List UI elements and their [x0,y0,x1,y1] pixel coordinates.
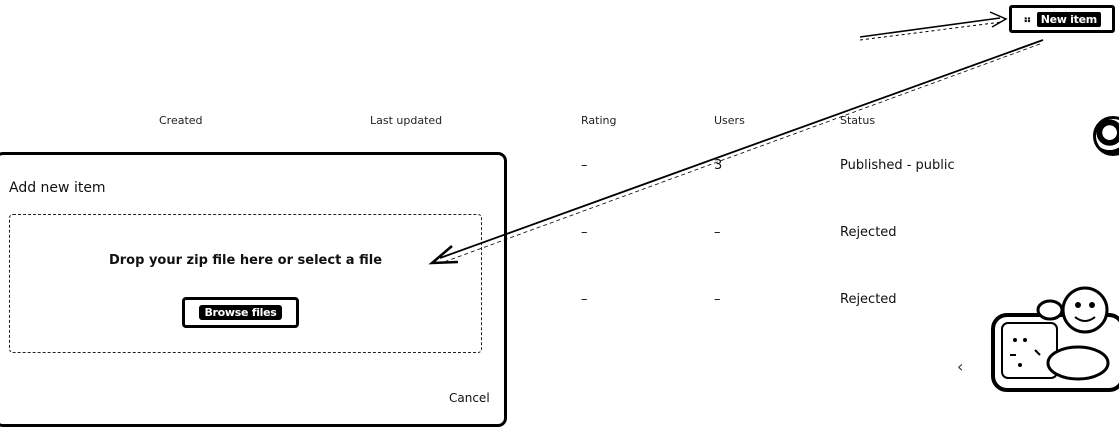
column-header-users[interactable]: Users [714,114,745,127]
browse-files-button[interactable]: Browse files [182,297,299,328]
status-cell: Rejected [840,292,897,307]
rating-cell: – [581,292,588,307]
grid-icon: ⠶ [1023,12,1032,26]
drop-zone-text: Drop your zip file here or select a file [108,253,383,268]
dialog-title: Add new item [9,180,106,196]
users-cell: – [714,292,721,307]
chevron-left-icon[interactable]: ‹ [957,357,964,376]
users-cell: – [714,225,721,240]
rating-cell: – [581,225,588,240]
column-header-created[interactable]: Created [159,114,203,127]
file-drop-zone[interactable]: Drop your zip file here or select a file… [9,214,482,353]
users-cell: 3 [714,158,723,173]
rating-cell: – [581,158,588,173]
arrow-to-new-item [859,11,1008,41]
status-cell: Rejected [840,225,897,240]
item-thumbnail-image [991,286,1119,392]
new-item-label: New item [1036,11,1101,27]
new-item-button[interactable]: ⠶ New item [1009,5,1115,33]
column-header-rating[interactable]: Rating [581,114,617,127]
add-item-dialog: Add new item Drop your zip file here or … [0,152,507,427]
status-cell: Published - public [840,158,955,173]
arrow-to-drop-zone [428,39,1044,265]
browse-files-label: Browse files [199,305,282,320]
cancel-button[interactable]: Cancel [449,391,490,405]
column-header-last-updated[interactable]: Last updated [370,114,443,127]
avatar [1093,116,1119,156]
column-header-status[interactable]: Status [840,114,876,127]
